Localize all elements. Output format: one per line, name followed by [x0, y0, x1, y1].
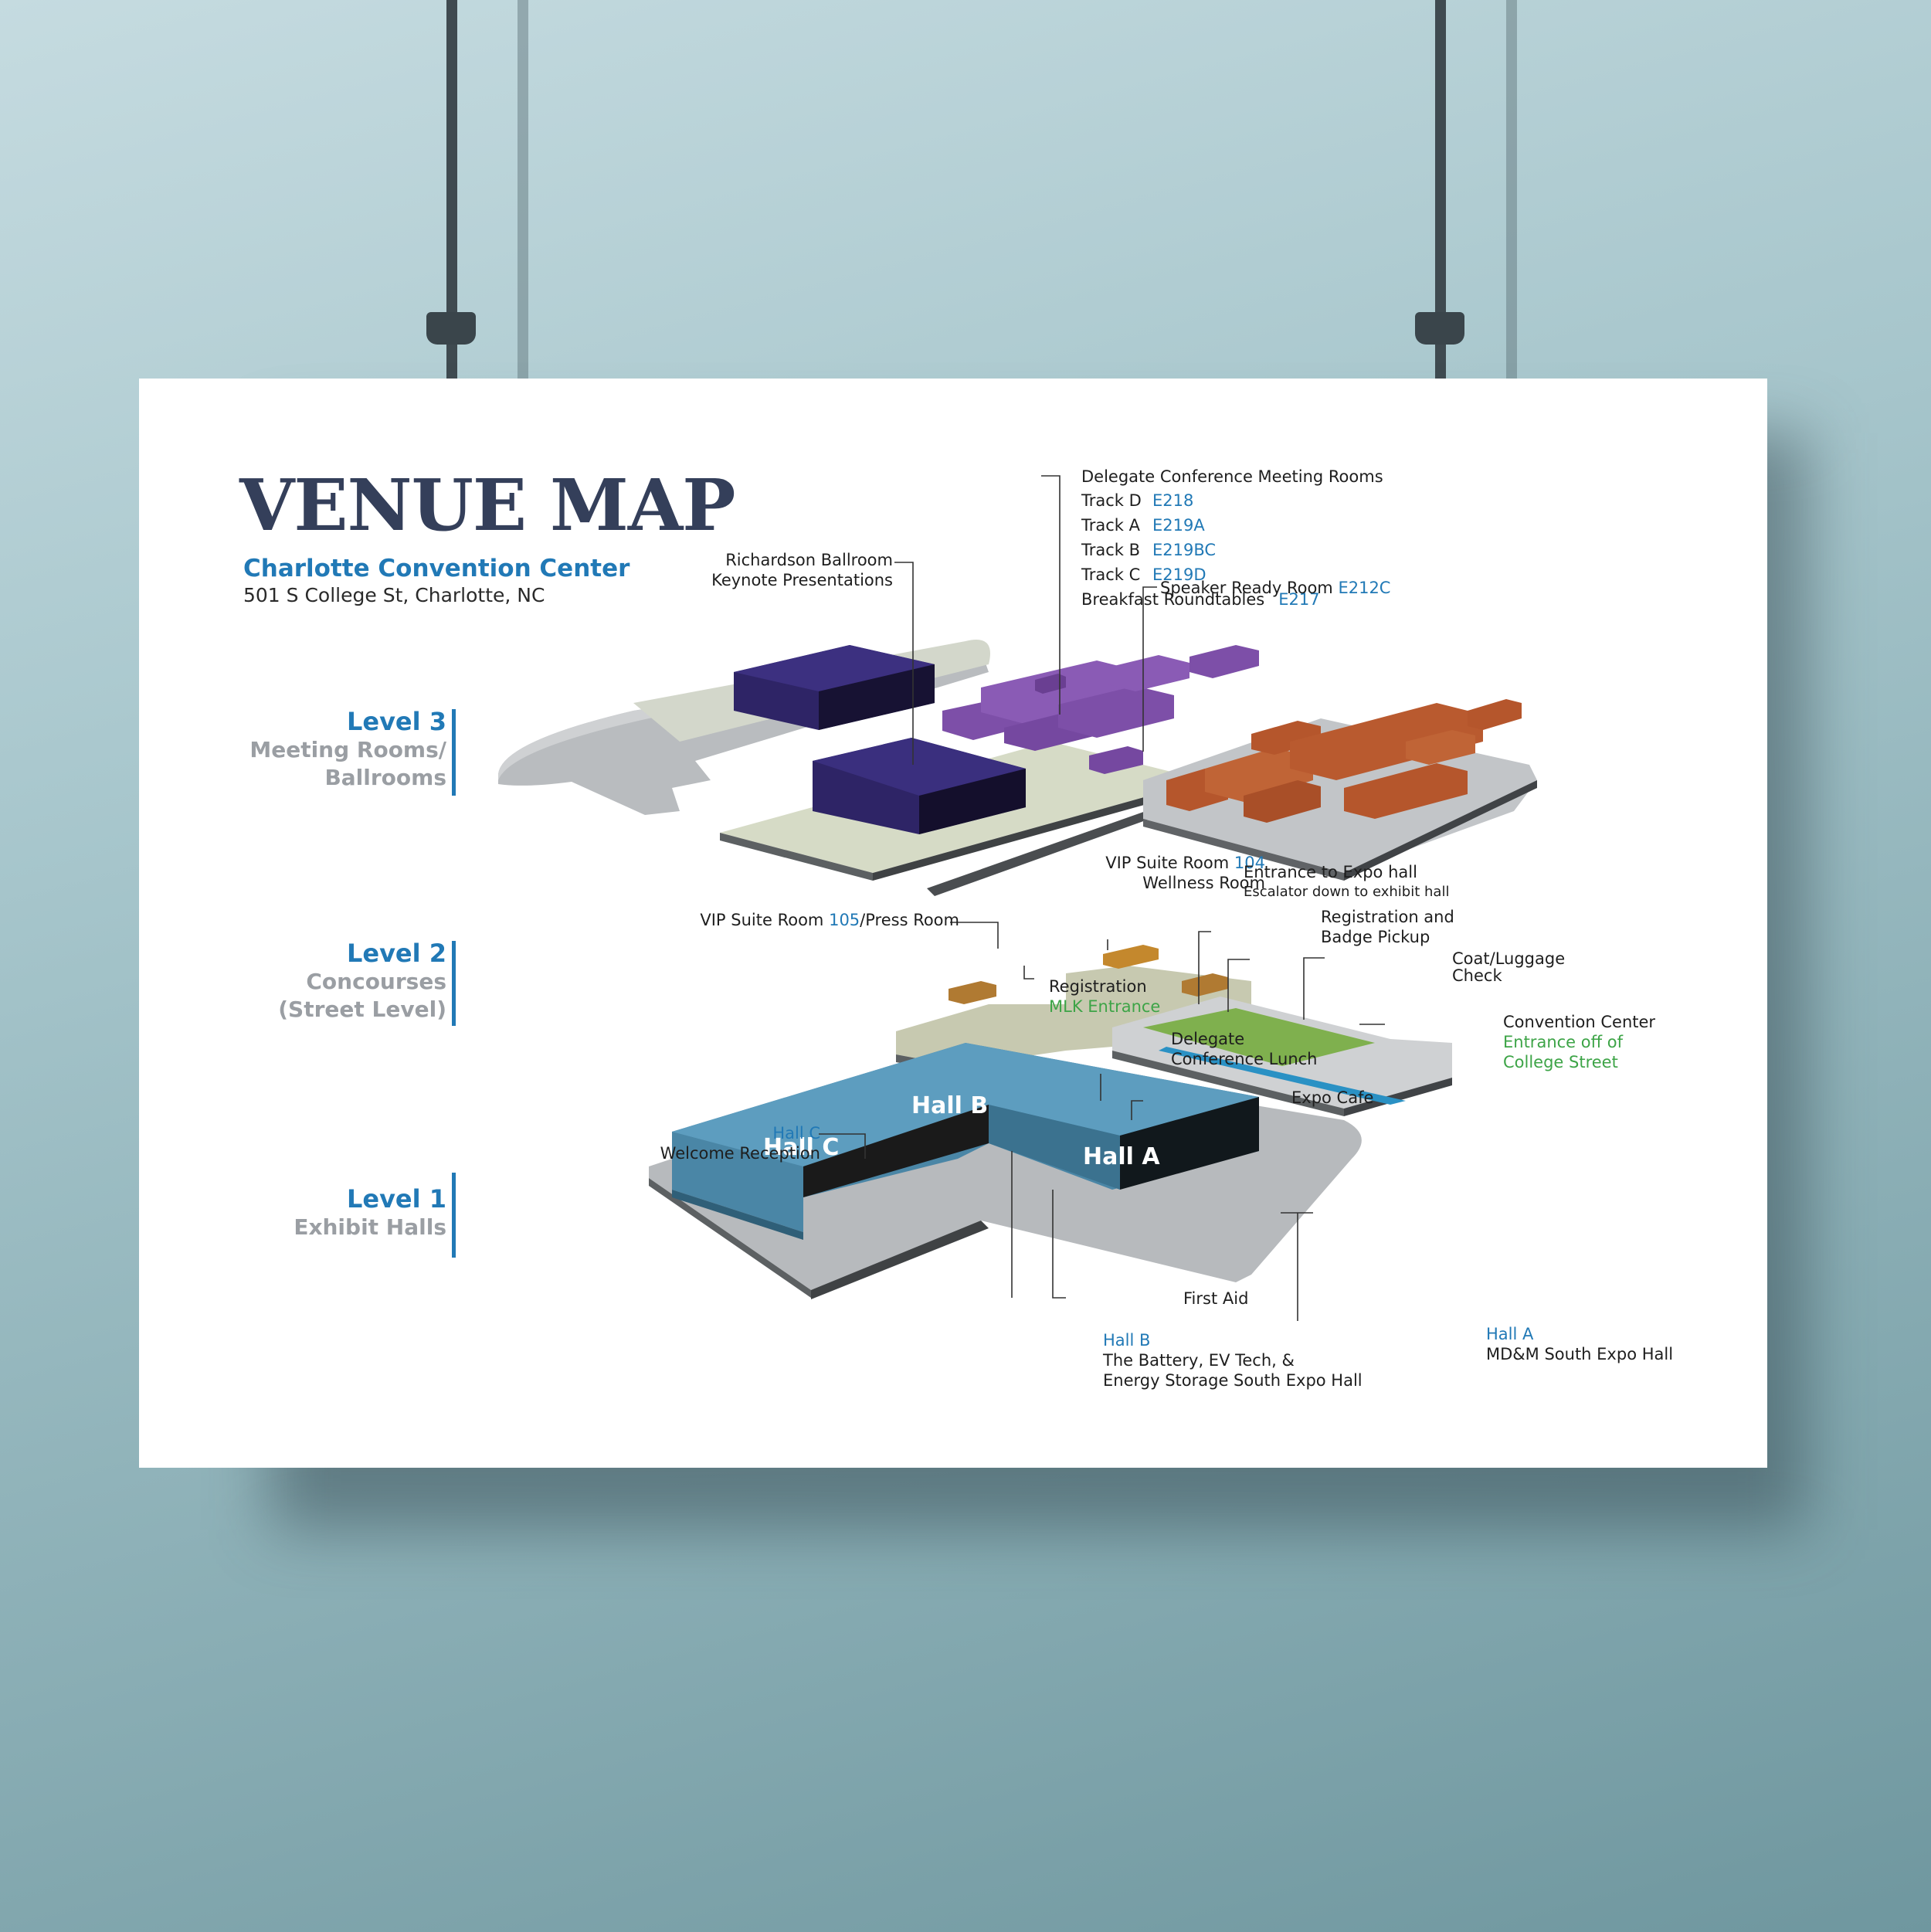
level-2-desc-2: (Street Level) [278, 997, 446, 1022]
track-b-row: Track B E219BC [1081, 538, 1383, 562]
hall-b-name: Hall B [911, 1092, 989, 1119]
level-3-desc-2: Ballrooms [324, 765, 446, 790]
vip-104-name: VIP Suite Room [1105, 854, 1230, 872]
track-a-name: Track A [1081, 516, 1140, 535]
track-a-room: E219A [1152, 516, 1205, 535]
level-3-legend: Level 3 Meeting Rooms/ Ballrooms [249, 707, 446, 792]
vip-105-number: 105 [829, 911, 860, 929]
registration-badge-2: Badge Pickup [1321, 928, 1430, 946]
breakfast-row: Breakfast Roundtables E217 [1081, 587, 1383, 612]
level-2-floor [896, 945, 1452, 1116]
venue-name: Charlotte Convention Center [243, 555, 630, 582]
coat-check-label: Coat/Luggage Check [1452, 950, 1565, 984]
expo-entrance-label: Entrance to Expo hall Escalator down to … [1244, 862, 1449, 902]
track-c-name: Track C [1081, 565, 1141, 584]
hall-a-desc: MD&M South Expo Hall [1486, 1345, 1674, 1363]
delegate-lunch-label: Delegate Conference Lunch [1171, 1029, 1317, 1069]
ballroom-desc: Keynote Presentations [711, 571, 893, 589]
escalator-note: Escalator down to exhibit hall [1244, 884, 1450, 900]
welcome-reception: Welcome Reception [660, 1144, 820, 1163]
level-3-name: Level 3 [346, 707, 446, 736]
orange-wing-blocks [1166, 699, 1522, 823]
meeting-room-blocks [942, 645, 1259, 774]
breakfast-room: E217 [1278, 590, 1320, 609]
hall-a-label: Hall A MD&M South Expo Hall [1486, 1324, 1673, 1364]
registration-badge-label: Registration and Badge Pickup [1321, 907, 1454, 947]
wellness-room: Wellness Room [1142, 874, 1265, 892]
isometric-venue-map [498, 475, 1537, 1321]
hall-c-name: Hall C [763, 1134, 840, 1161]
hall-b-label: Hall B The Battery, EV Tech, & Energy St… [1103, 1330, 1363, 1390]
vip-104-label: VIP Suite Room 104 Wellness Room [1105, 853, 1265, 893]
level-1-desc: Exhibit Halls [294, 1214, 446, 1240]
cc-entrance-2: Entrance off of [1503, 1033, 1623, 1051]
coat-check-1: Coat/Luggage [1452, 949, 1566, 968]
hall-c-callout: Hall C [772, 1124, 820, 1143]
track-c-room: E219D [1152, 565, 1206, 584]
track-b-name: Track B [1081, 541, 1141, 559]
hall-a-name: Hall A [1083, 1143, 1160, 1170]
speaker-ready-label: Speaker Ready Room E212C [1160, 578, 1390, 598]
leader-lines [819, 475, 1385, 1321]
hanging-rod-left [446, 0, 457, 386]
expo-entrance: Entrance to Expo hall [1244, 863, 1417, 881]
hall-b-desc-2: Energy Storage South Expo Hall [1103, 1371, 1363, 1390]
level-2-legend: Level 2 Concourses (Street Level) [278, 939, 446, 1024]
hanging-rod-right [1435, 0, 1446, 386]
expo-cafe-label: Expo Cafe [1291, 1088, 1374, 1107]
venue-address: 501 S College St, Charlotte, NC [243, 584, 545, 606]
press-room: /Press Room [860, 911, 959, 929]
level-2-name: Level 2 [346, 939, 446, 968]
rod-shadow-left [518, 0, 528, 379]
richardson-ballroom-blocks [734, 645, 1026, 834]
registration-label: Registration MLK Entrance [1049, 976, 1160, 1017]
cc-entrance-3: College Street [1503, 1053, 1618, 1071]
breakfast-name: Breakfast Roundtables [1081, 590, 1265, 609]
level-3-desc: Meeting Rooms/ [249, 737, 446, 762]
level-1-legend: Level 1 Exhibit Halls [294, 1184, 446, 1241]
ballroom-name: Richardson Ballroom [725, 551, 893, 569]
speaker-room: E212C [1338, 579, 1391, 597]
speaker-name: Speaker Ready Room [1160, 579, 1333, 597]
track-b-room: E219BC [1152, 541, 1217, 559]
ballroom-label: Richardson Ballroom Keynote Presentation… [711, 550, 893, 590]
hall-b-callout: Hall B [1103, 1331, 1151, 1350]
delegate-lunch-1: Delegate [1171, 1030, 1245, 1048]
track-d-row: Track D E218 [1081, 488, 1383, 513]
hall-a-callout: Hall A [1486, 1325, 1534, 1343]
coat-check-2: Check [1452, 966, 1502, 985]
hall-c-label: Hall C Welcome Reception [660, 1123, 820, 1163]
level-1-bar [452, 1173, 456, 1258]
level-1-name: Level 1 [346, 1184, 446, 1214]
track-d-room: E218 [1152, 491, 1194, 510]
cc-entrance-label: Convention Center Entrance off of Colleg… [1503, 1012, 1655, 1072]
rod-shadow-right [1506, 0, 1517, 379]
delegate-header: Delegate Conference Meeting Rooms [1081, 467, 1383, 486]
level-2-desc: Concourses [306, 969, 446, 994]
track-a-row: Track A E219A [1081, 513, 1383, 538]
registration-name: Registration [1049, 977, 1147, 996]
poster-clip-right [1415, 312, 1464, 345]
level-2-bar [452, 941, 456, 1026]
first-aid-label: First Aid [1183, 1289, 1249, 1308]
vip-105-label: VIP Suite Room 105/Press Room [700, 910, 959, 930]
track-c-row: Track C E219D [1081, 562, 1383, 587]
vip-105-name: VIP Suite Room [700, 911, 824, 929]
mlk-entrance: MLK Entrance [1049, 997, 1161, 1016]
venue-map-poster: VENUE MAP Charlotte Convention Center 50… [139, 379, 1767, 1468]
level-1-floor [649, 1043, 1362, 1299]
track-d-name: Track D [1081, 491, 1142, 510]
vip-104-number: 104 [1234, 854, 1265, 872]
page-title: VENUE MAP [239, 463, 735, 547]
level-3-bar [452, 709, 456, 796]
delegate-rooms-label: Delegate Conference Meeting Rooms Track … [1081, 467, 1383, 612]
registration-badge-1: Registration and [1321, 908, 1454, 926]
hall-b-desc-1: The Battery, EV Tech, & [1103, 1351, 1295, 1370]
poster-clip-left [426, 312, 476, 345]
cc-entrance-1: Convention Center [1503, 1013, 1656, 1031]
delegate-lunch-2: Conference Lunch [1171, 1050, 1318, 1068]
